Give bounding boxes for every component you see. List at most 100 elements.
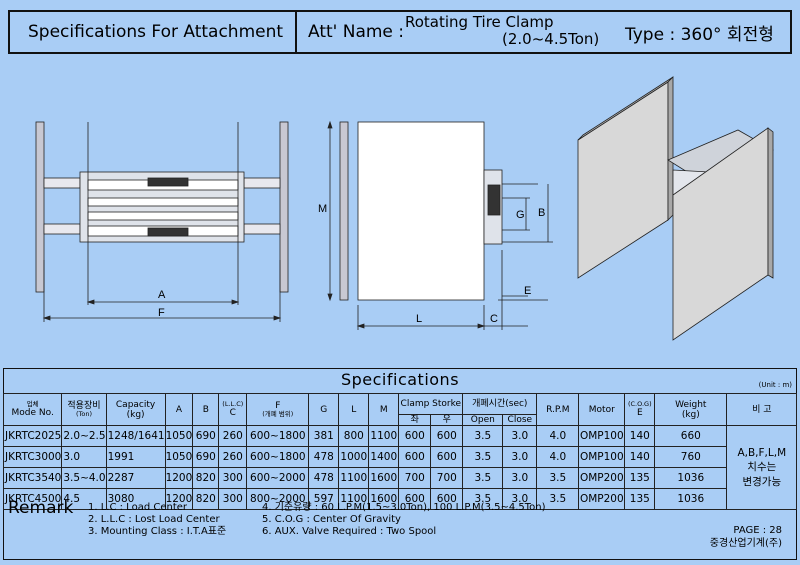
spec-cell-rpm: 4.0 [536,425,580,447]
iso-view [577,76,774,341]
spec-cell-f: 600~1800 [246,446,310,468]
spec-cell-c: 260 [218,446,248,468]
spec-cell-close: 3.0 [502,446,538,468]
dim-label-c: C [490,313,498,325]
specs-title: Specifications [340,370,460,389]
header-c: (L.L.C)C [218,393,248,426]
att-name-line1: Rotating Tire Clamp [405,13,554,31]
spec-cell-m: 1400 [368,446,400,468]
spec-cell-e: 140 [624,446,656,468]
spec-cell-b: 690 [192,425,220,447]
spec-cell-m: 1600 [368,488,400,510]
spec-cell-model: JKRTC3000 [2,446,63,468]
remark-label: Remark [8,498,74,518]
spec-cell-ton: 2.0~2.5 [61,425,107,447]
header-m: M [368,393,400,426]
spec-cell-l: 800 [338,425,370,447]
dim-label-e: E [524,285,531,297]
spec-cell-open: 3.5 [462,488,504,510]
spec-cell-ton: 3.0 [61,446,107,468]
header-tonnage: 적용장비(Ton) [61,393,107,426]
spec-cell-a: 1200 [164,488,194,510]
spec-cell-g: 478 [308,467,340,489]
header-divider [295,12,297,52]
unit-label: (Unit : m) [758,381,792,389]
header-note: 비 고 [726,393,798,426]
spec-cell-rpm: 3.5 [536,467,580,489]
spec-cell-cl: 700 [398,467,432,489]
dim-label-f: F [158,307,165,319]
remark-note: 1. L.C : Load Center [88,502,188,513]
header-open: Open [462,414,504,426]
spec-cell-close: 3.0 [502,425,538,447]
dim-label-m: M [318,203,327,215]
spec-cell-cr: 600 [430,425,464,447]
remark-notes-left: 1. L.C : Load Center 2. L.L.C : Lost Loa… [88,502,226,538]
spec-cell-capacity: 1991 [105,446,166,468]
spec-cell-model: JKRTC2025 [2,425,63,447]
header-weight: Weight(kg) [654,393,728,426]
header-clamp-right: 우 [430,414,464,426]
spec-cell-e: 135 [624,467,656,489]
remark-notes-right: 4. 기준유량 : 60 L.P.M(1.5~3.0Ton), 100 L.P.… [262,502,546,538]
header-b: B [192,393,220,426]
header-f: F(개폐 범위) [246,393,310,426]
spec-cell-a: 1200 [164,467,194,489]
spec-cell-a: 1050 [164,425,194,447]
spec-cell-close: 3.0 [502,488,538,510]
spec-cell-b: 820 [192,467,220,489]
att-name-label: Att' Name : [308,22,405,42]
spec-cell-l: 1100 [338,488,370,510]
spec-cell-model: JKRTC3540 [2,467,63,489]
spec-cell-capacity: 1248/1641 [105,425,166,447]
spec-cell-model: JKRTC4500 [2,488,63,510]
spec-cell-open: 3.5 [462,467,504,489]
spec-cell-c: 300 [218,467,248,489]
side-view [327,120,553,330]
spec-cell-ton: 3.5~4.0 [61,467,107,489]
header-clamp-left: 좌 [398,414,432,426]
top-view [35,121,289,322]
spec-cell-cr: 600 [430,446,464,468]
spec-cell-cl: 600 [398,425,432,447]
page-footer: PAGE : 28 중경산업기계(주) [710,524,782,550]
spec-cell-rpm: 3.5 [536,488,580,510]
spec-cell-capacity: 3080 [105,488,166,510]
spec-cell-capacity: 2287 [105,467,166,489]
remark-note: 3. Mounting Class : I.T.A표준 [88,526,227,537]
spec-cell-close: 3.0 [502,467,538,489]
spec-subheader-row: 좌 우 Open Close [4,414,797,426]
spec-cell-motor: OMP100 [578,425,626,447]
remark-note: 5. C.O.G : Center Of Gravity [262,514,401,525]
spec-cell-weight: 1036 [654,467,728,489]
dim-label-b: B [538,207,545,219]
dim-label-a: A [158,289,166,301]
spec-cell-l: 1000 [338,446,370,468]
header-g: G [308,393,340,426]
remark-note: 4. 기준유량 : 60 L.P.M(1.5~3.0Ton), 100 L.P.… [262,502,546,513]
spec-cell-b: 820 [192,488,220,510]
spec-cell-cl: 600 [398,446,432,468]
spec-cell-rpm: 4.0 [536,446,580,468]
page-number: PAGE : 28 [733,525,782,536]
spec-cell-weight: 760 [654,446,728,468]
header-open-close-time: 개폐시간(sec) [462,393,538,415]
spec-cell-cr: 700 [430,467,464,489]
spec-cell-f: 600~2000 [246,467,310,489]
spec-cell-b: 690 [192,446,220,468]
company-name: 중경산업기계(주) [709,538,782,549]
remark-note: 2. L.L.C : Lost Load Center [88,514,220,525]
spec-cell-a: 1050 [164,446,194,468]
dim-label-g: G [516,209,525,221]
spec-cell-motor: OMP200 [578,488,626,510]
att-name-line2: (2.0~4.5Ton) [502,30,600,48]
spec-cell-e: 140 [624,425,656,447]
remark-note: 6. AUX. Valve Required : Two Spool [262,526,437,537]
